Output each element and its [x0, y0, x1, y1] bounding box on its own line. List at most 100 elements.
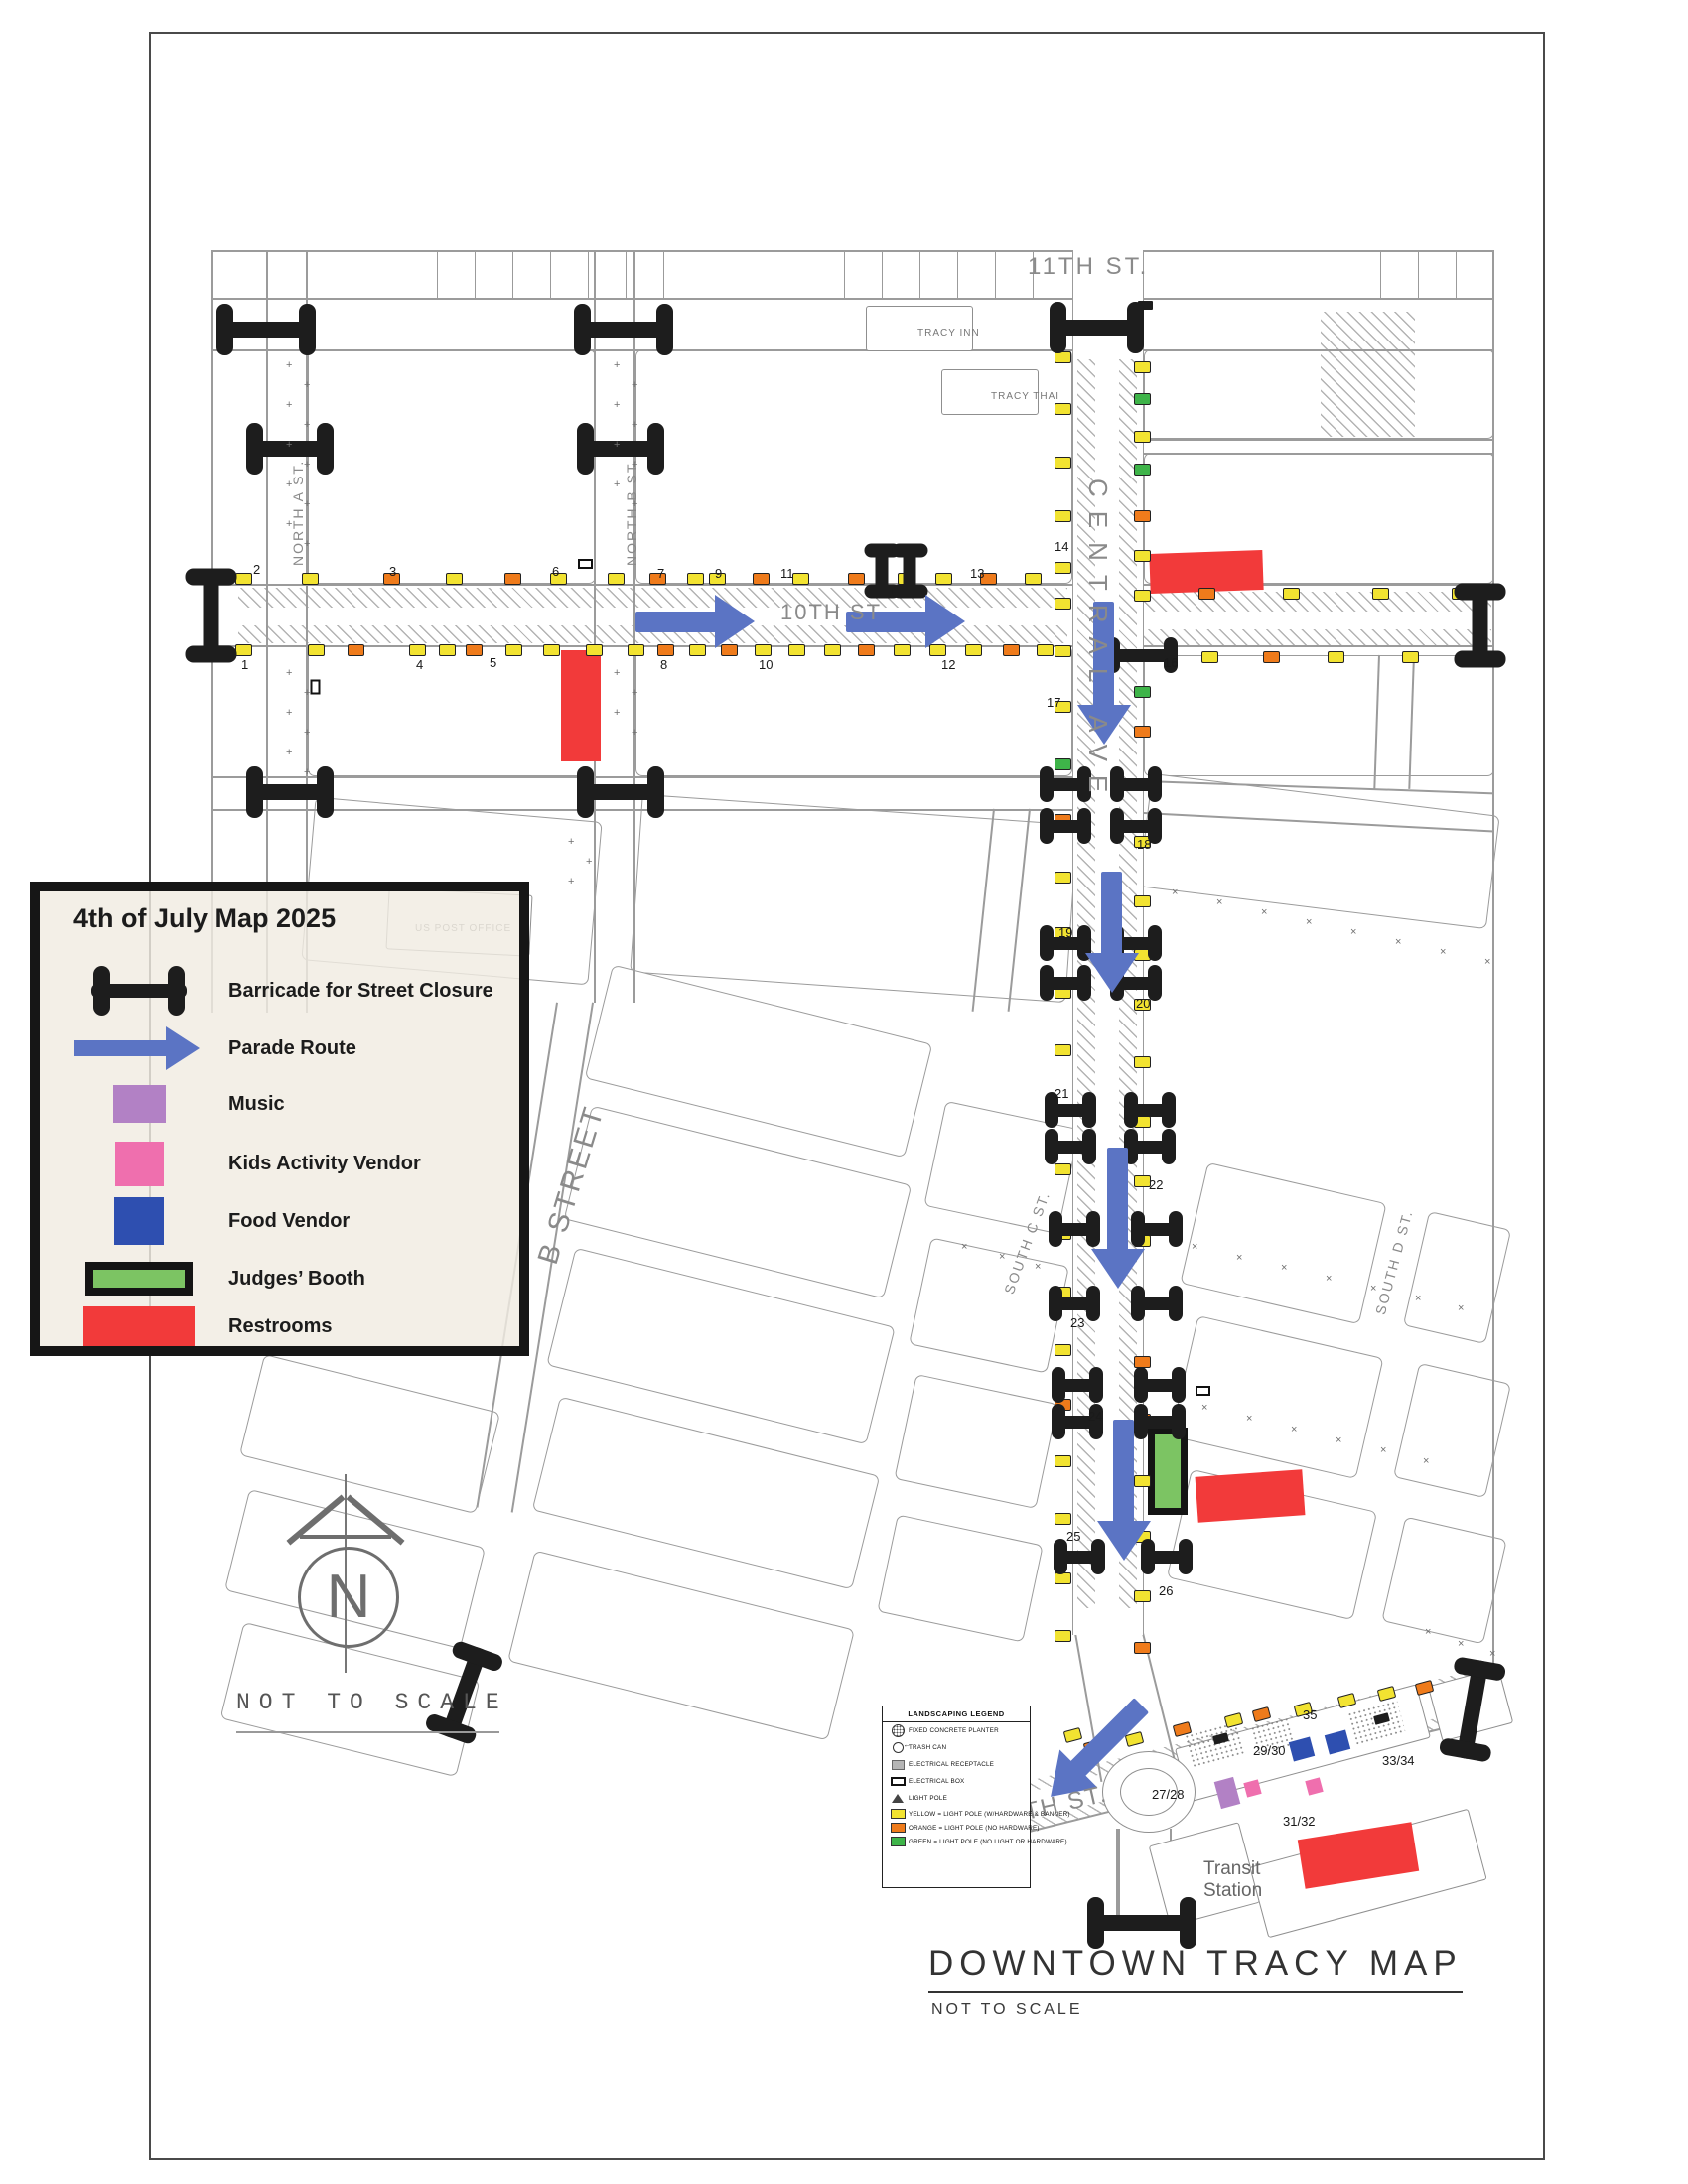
- light-pole-marker: [628, 644, 644, 656]
- light-pole-marker: [1134, 999, 1151, 1011]
- pole-number-label: 5: [490, 655, 497, 670]
- street-line: [1144, 453, 1494, 455]
- food-vendor-swatch-icon: [60, 1197, 218, 1245]
- legend-item-label: Judges’ Booth: [228, 1267, 365, 1290]
- electrical-box-marker: [1138, 301, 1153, 310]
- pole-number-label: 29/30: [1253, 1743, 1286, 1758]
- barricade-icon: [60, 966, 218, 1016]
- light-pole-marker: [1283, 588, 1300, 600]
- parking-tick: [663, 250, 664, 298]
- electrical-receptacle-marker: [1196, 1386, 1210, 1396]
- light-pole-marker: [1055, 1455, 1071, 1467]
- compass-roof-base: [300, 1535, 391, 1539]
- parade-route-arrow: [1091, 1148, 1145, 1289]
- city-block: [1381, 1516, 1507, 1645]
- plus-mark: +: [286, 359, 293, 371]
- x-mark: ×: [1489, 1648, 1496, 1660]
- light-pole-marker: [1055, 645, 1071, 657]
- parking-tick: [844, 250, 845, 298]
- pole-number-label: 14: [1055, 539, 1069, 554]
- plus-mark: +: [286, 439, 293, 451]
- parking-tick: [475, 250, 476, 298]
- light-pole-marker: [504, 573, 521, 585]
- light-pole-marker: [1134, 590, 1151, 602]
- street-closure-barricade: [1110, 965, 1162, 1001]
- x-mark: ×: [1484, 956, 1491, 968]
- city-block: [909, 1237, 1069, 1374]
- plus-mark: +: [614, 478, 621, 490]
- plus-mark: +: [632, 498, 638, 510]
- pole-number-label: 2: [253, 562, 261, 577]
- plus-mark: +: [286, 707, 293, 719]
- pole-number-label: 33/34: [1382, 1753, 1415, 1768]
- kids-vendor-swatch-icon: [60, 1141, 218, 1186]
- parking-tick: [626, 250, 627, 298]
- parking-tick: [1456, 250, 1457, 298]
- x-mark: ×: [1281, 1262, 1288, 1274]
- pole-number-label: 23: [1070, 1315, 1085, 1330]
- plus-mark: +: [304, 419, 311, 431]
- plus-mark: +: [614, 707, 621, 719]
- pole-number-label: 25: [1066, 1529, 1081, 1544]
- trash-can-icon: [887, 1740, 912, 1753]
- plus-mark: +: [614, 439, 621, 451]
- plus-mark: +: [304, 459, 311, 471]
- roundabout-inner: [1120, 1768, 1178, 1816]
- street-line: [1118, 1829, 1120, 1928]
- light-pole-marker: [1055, 758, 1071, 770]
- judges-booth-icon: [60, 1262, 218, 1296]
- ls-key-orange: ORANGE = LIGHT POLE (NO HARDWARE): [883, 1821, 1039, 1835]
- x-mark: ×: [1201, 1402, 1208, 1414]
- poi-label: TRACY THAI: [991, 391, 1060, 402]
- light-pole-marker: [550, 573, 567, 585]
- light-pole-marker: [1201, 651, 1218, 663]
- parking-tick: [1418, 250, 1419, 298]
- light-pole-marker: [657, 644, 674, 656]
- city-block: [630, 793, 1078, 1004]
- light-pole-marker: [858, 644, 875, 656]
- street-closure-barricade: [1124, 1129, 1176, 1164]
- street-closure-barricade: [1087, 1897, 1196, 1949]
- light-pole-marker: [894, 644, 911, 656]
- light-pole-marker: [792, 573, 809, 585]
- electrical-receptacle-icon: [887, 1759, 909, 1770]
- light-pole-marker: [466, 644, 483, 656]
- x-mark: ×: [1336, 1434, 1342, 1446]
- city-block: [894, 1374, 1058, 1509]
- pole-number-label: 16: [1164, 655, 1179, 670]
- legend-item-label: Barricade for Street Closure: [228, 979, 493, 1002]
- light-pole-marker: [446, 573, 463, 585]
- poi-label: TRACY INN: [917, 328, 980, 339]
- event-legend: 4th of July Map 2025 Barricade for Stree…: [30, 882, 529, 1356]
- street-line: [213, 349, 1494, 351]
- light-pole-marker: [1134, 464, 1151, 476]
- light-pole-marker: [1402, 651, 1419, 663]
- parking-tick: [1380, 250, 1381, 298]
- pole-number-label: 27/28: [1152, 1787, 1185, 1802]
- legend-title: 4th of July Map 2025: [73, 903, 337, 933]
- street-closure-barricade: [1131, 1211, 1183, 1247]
- light-pole-marker: [1372, 588, 1389, 600]
- street-closure-barricade: [577, 423, 664, 475]
- street-line: [213, 776, 1072, 778]
- light-pole-marker: [1134, 1475, 1151, 1487]
- ls-item-lightpole: LIGHT POLE: [883, 1790, 1030, 1807]
- x-mark: ×: [1192, 1241, 1198, 1253]
- ls-key-green: GREEN = LIGHT POLE (NO LIGHT OR HARDWARE…: [883, 1835, 1067, 1848]
- light-pole-marker: [1055, 1163, 1071, 1175]
- legend-item-parade-route: Parade Route: [60, 1023, 511, 1074]
- light-pole-marker: [505, 644, 522, 656]
- city-block: [507, 1550, 855, 1741]
- plus-mark: +: [632, 379, 638, 391]
- parking-tick: [957, 250, 958, 298]
- light-pole-marker: [1134, 895, 1151, 907]
- city-block: [1402, 1210, 1512, 1345]
- compass-north-letter: N: [326, 1563, 371, 1631]
- x-mark: ×: [1415, 1293, 1422, 1304]
- pole-number-label: 20: [1136, 996, 1151, 1011]
- light-pole-marker: [308, 644, 325, 656]
- street-closure-barricade: [1049, 302, 1144, 353]
- north-compass: N: [238, 1469, 457, 1757]
- plus-mark: +: [632, 687, 638, 699]
- light-pole-marker: [409, 644, 426, 656]
